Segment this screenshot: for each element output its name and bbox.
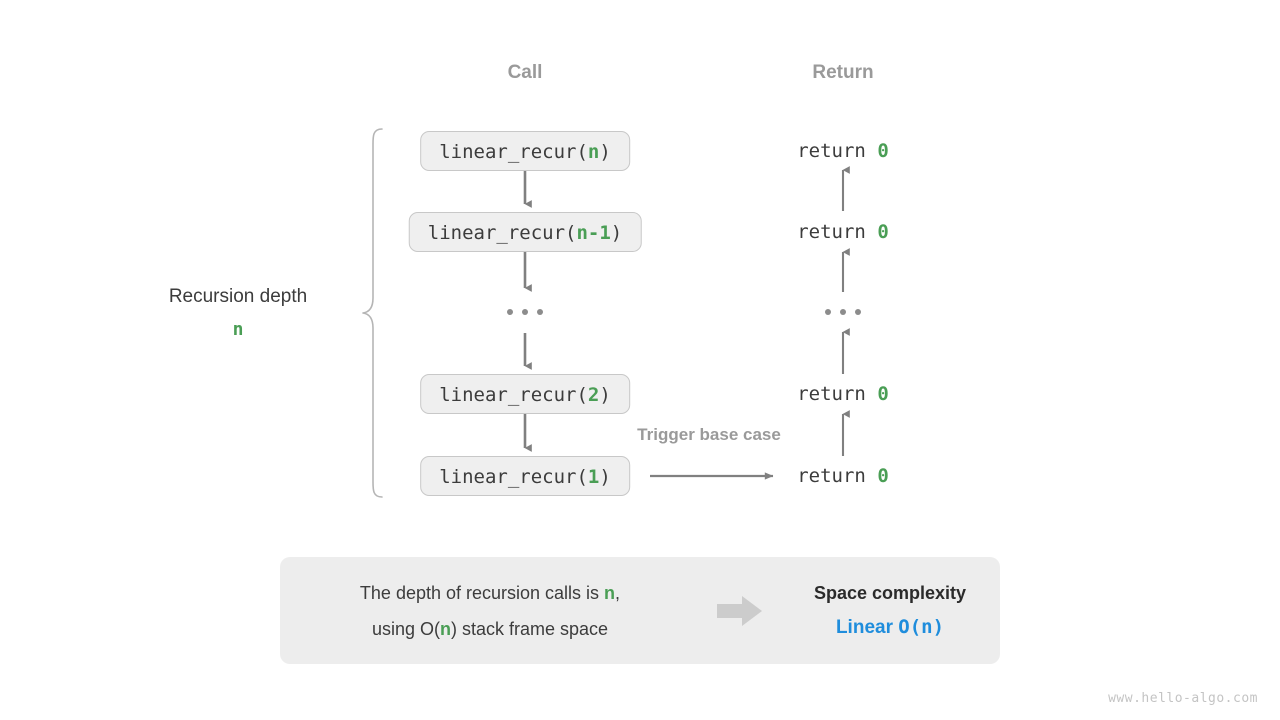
call-ellipsis [507, 309, 543, 315]
ellipsis-dot [855, 309, 861, 315]
return-label: return 0 [797, 465, 889, 487]
return-value: 0 [877, 140, 889, 162]
call-frame-close: ) [599, 141, 611, 163]
summary-arrow-container [700, 594, 780, 628]
call-frame-fn: linear_recur( [427, 222, 577, 244]
ellipsis-dot [825, 309, 831, 315]
recursion-depth-value: n [232, 319, 244, 340]
complexity-notation: O(n) [898, 616, 945, 638]
space-complexity-title: Space complexity [813, 583, 967, 603]
call-frame-arg: 2 [587, 384, 600, 406]
site-watermark: www.hello-algo.com [1108, 691, 1258, 706]
call-frame-fn: linear_recur( [439, 466, 588, 488]
call-frame-box[interactable]: linear_recur(n) [420, 131, 630, 171]
call-frame-arg: n-1 [576, 222, 611, 244]
summary-line1-var: n [604, 582, 616, 603]
return-keyword: return [797, 383, 878, 405]
call-frame-close: ) [599, 384, 611, 406]
call-frame-box[interactable]: linear_recur(2) [420, 374, 630, 414]
call-frame-box[interactable]: linear_recur(1) [420, 456, 630, 496]
call-frame-arg: 1 [587, 466, 600, 488]
return-keyword: return [797, 140, 878, 162]
return-keyword: return [797, 465, 878, 487]
depth-brace [362, 128, 383, 498]
return-value: 0 [877, 221, 889, 243]
summary-line-1: The depth of recursion calls is n, [280, 575, 700, 611]
complexity-word: Linear [835, 617, 893, 638]
ellipsis-dot [537, 309, 543, 315]
return-label: return 0 [797, 221, 889, 243]
summary-line1-text-b: , [615, 582, 621, 603]
return-ellipsis [825, 309, 861, 315]
ellipsis-dot [522, 309, 528, 315]
return-value: 0 [877, 383, 889, 405]
ellipsis-dot [840, 309, 846, 315]
summary-panel: The depth of recursion calls is n, using… [280, 557, 1000, 664]
trigger-base-case-label: Trigger base case [637, 425, 781, 444]
call-frame-close: ) [599, 466, 611, 488]
summary-line2-var: n [439, 618, 451, 639]
call-frame-close: ) [610, 222, 623, 244]
ellipsis-dot [507, 309, 513, 315]
call-frame-arg: n [587, 141, 600, 163]
return-value: 0 [877, 465, 889, 487]
column-header-call: Call [507, 62, 543, 83]
call-frame-fn: linear_recur( [439, 384, 588, 406]
return-label: return 0 [797, 383, 889, 405]
recursion-depth-label: Recursion depth [168, 286, 308, 307]
summary-line-2: using O(n) stack frame space [280, 611, 700, 647]
return-keyword: return [797, 221, 878, 243]
space-complexity-value: Linear O(n) [780, 610, 1000, 645]
call-frame-fn: linear_recur( [439, 141, 588, 163]
summary-line1-text-a: The depth of recursion calls is [359, 582, 605, 603]
call-frame-box[interactable]: linear_recur(n-1) [408, 212, 642, 252]
summary-line2-text-a: using O( [371, 618, 440, 639]
return-label: return 0 [797, 140, 889, 162]
arrow-right-icon [717, 595, 762, 626]
summary-description: The depth of recursion calls is n, using… [280, 575, 700, 647]
summary-conclusion: Space complexity Linear O(n) [780, 576, 1000, 645]
column-header-return: Return [812, 62, 874, 83]
recursion-depth-annotation: Recursion depth n [169, 284, 307, 344]
summary-line2-text-b: ) stack frame space [450, 618, 609, 639]
